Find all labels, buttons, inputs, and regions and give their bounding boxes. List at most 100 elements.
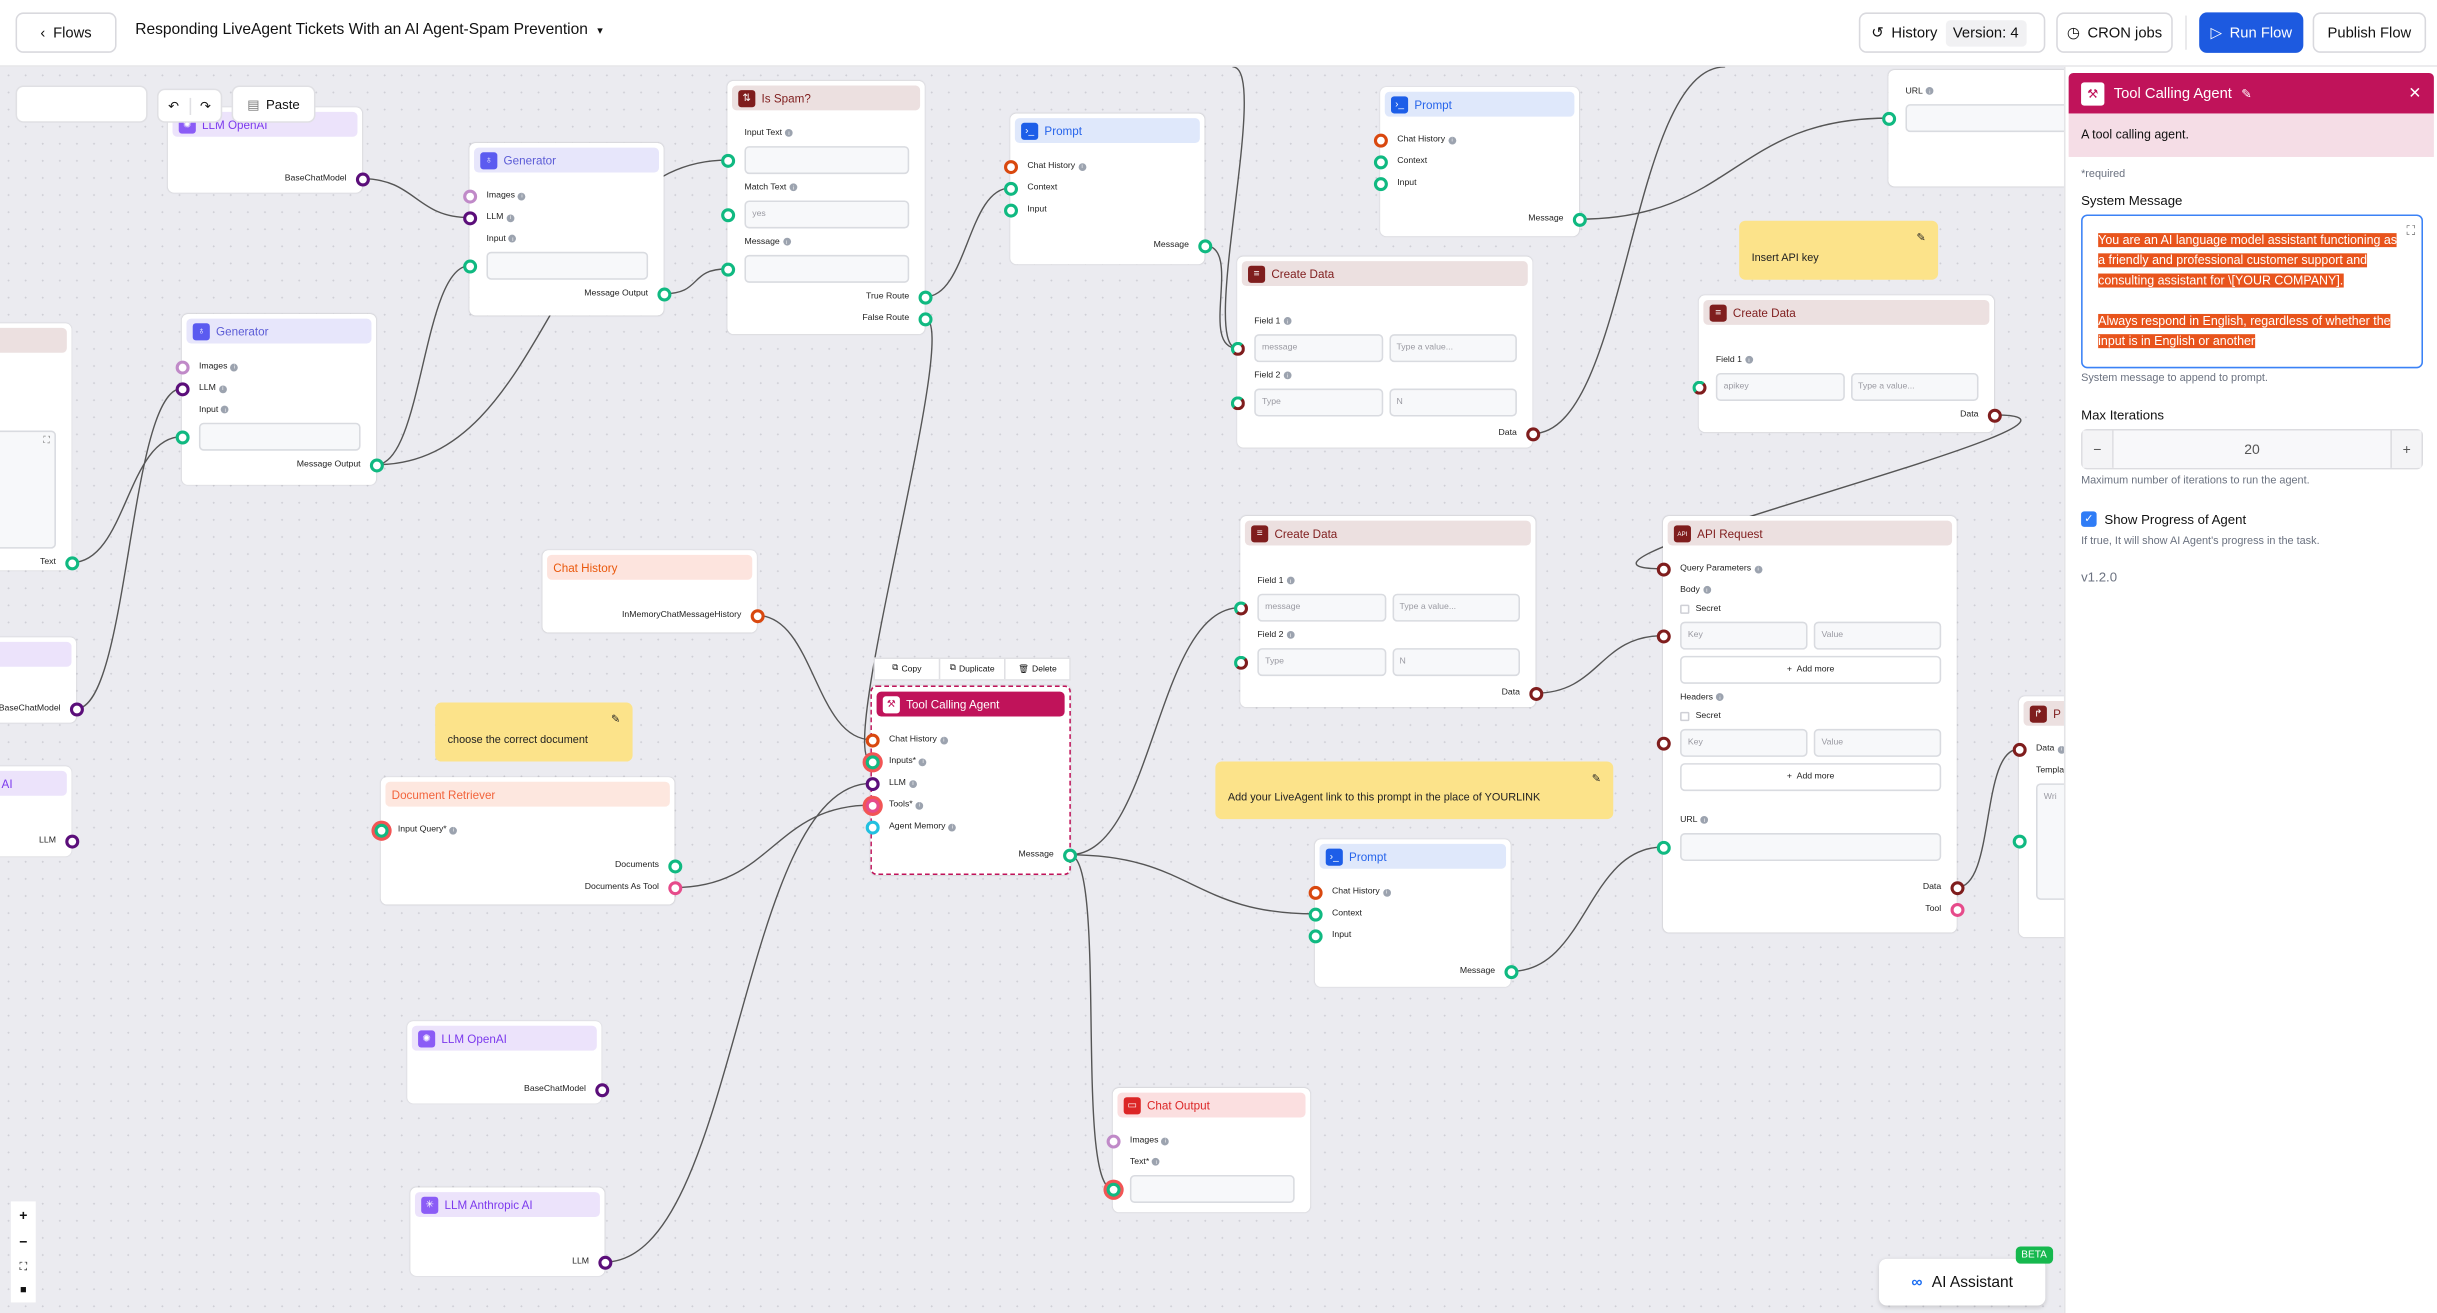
redo-icon[interactable]: ↷ bbox=[200, 97, 212, 113]
port-handle[interactable] bbox=[1656, 561, 1670, 576]
port-handle[interactable] bbox=[1987, 407, 2002, 422]
port-handle[interactable] bbox=[1373, 176, 1388, 191]
text-input[interactable] bbox=[1680, 833, 1942, 862]
port-handle[interactable] bbox=[1062, 847, 1077, 862]
note-insert-api-key[interactable]: Insert API key ✎ bbox=[1739, 220, 1939, 280]
cron-jobs-button[interactable]: ◷ CRON jobs bbox=[2056, 12, 2173, 53]
port-handle[interactable] bbox=[64, 555, 79, 570]
port-handle[interactable] bbox=[1003, 159, 1018, 174]
port-handle[interactable] bbox=[69, 701, 84, 716]
textarea-input[interactable]: Wri⛶ bbox=[2036, 783, 2064, 900]
port-handle[interactable] bbox=[594, 1082, 609, 1097]
port-handle[interactable] bbox=[1691, 380, 1706, 394]
port-handle[interactable] bbox=[373, 822, 388, 837]
port-handle[interactable] bbox=[720, 261, 735, 276]
port-handle[interactable] bbox=[1003, 202, 1018, 217]
edge-connection[interactable] bbox=[71, 436, 182, 564]
edge-connection[interactable] bbox=[1956, 748, 2019, 889]
edge-connection[interactable] bbox=[1532, 66, 1726, 435]
port-handle[interactable] bbox=[1230, 341, 1245, 356]
port-handle[interactable] bbox=[864, 798, 879, 813]
pencil-icon[interactable]: ✎ bbox=[1591, 773, 1601, 785]
port-handle[interactable] bbox=[1003, 181, 1018, 196]
port-handle[interactable] bbox=[667, 858, 682, 873]
text-input[interactable] bbox=[486, 251, 649, 280]
text-input[interactable]: Type a value... bbox=[1850, 373, 1979, 401]
port-handle[interactable] bbox=[462, 188, 477, 203]
run-flow-button[interactable]: ▷ Run Flow bbox=[2199, 12, 2304, 53]
text-input[interactable]: Value bbox=[1813, 621, 1942, 650]
port-handle[interactable] bbox=[1197, 238, 1212, 253]
publish-flow-button[interactable]: Publish Flow bbox=[2312, 12, 2427, 53]
edit-pencil-icon[interactable]: ✎ bbox=[2241, 86, 2252, 101]
port-handle[interactable] bbox=[1503, 964, 1518, 979]
port-handle[interactable] bbox=[462, 258, 477, 273]
text-input[interactable] bbox=[1905, 104, 2064, 133]
text-input[interactable]: Type a value... bbox=[1388, 334, 1517, 363]
textarea-input[interactable]: ere⛶ bbox=[0, 430, 56, 549]
add-more-button[interactable]: +Add more bbox=[1680, 655, 1942, 684]
text-input[interactable] bbox=[744, 146, 910, 175]
edge-connection[interactable] bbox=[863, 317, 933, 763]
text-input[interactable]: message bbox=[1257, 593, 1386, 622]
port-handle[interactable] bbox=[656, 286, 671, 301]
components-button[interactable]: ❖ Components bbox=[15, 85, 148, 123]
lock-icon[interactable]: ■ bbox=[20, 1285, 27, 1297]
decrement-button[interactable]: − bbox=[2082, 430, 2114, 468]
edge-connection[interactable] bbox=[362, 178, 470, 219]
fit-view-icon[interactable]: ⛶ bbox=[19, 1261, 28, 1273]
increment-button[interactable]: + bbox=[2390, 430, 2422, 468]
edge-connection[interactable] bbox=[76, 387, 182, 710]
port-handle[interactable] bbox=[355, 171, 370, 186]
text-input[interactable]: apikey bbox=[1715, 373, 1845, 401]
note-choose-document[interactable]: choose the correct document ✎ bbox=[435, 702, 633, 762]
edge-connection[interactable] bbox=[1635, 414, 2022, 570]
pencil-icon[interactable]: ✎ bbox=[610, 714, 621, 726]
close-icon[interactable]: ✕ bbox=[2408, 84, 2422, 102]
port-handle[interactable] bbox=[1307, 928, 1322, 943]
edge-connection[interactable] bbox=[1224, 66, 1245, 349]
port-handle[interactable] bbox=[1307, 885, 1322, 900]
delete-button[interactable]: 🗑Delete bbox=[1006, 659, 1070, 679]
port-handle[interactable] bbox=[667, 880, 682, 895]
port-handle[interactable] bbox=[1656, 628, 1670, 643]
note-liveagent-link[interactable]: Add your LiveAgent link to this prompt i… bbox=[1215, 761, 1614, 820]
port-handle[interactable] bbox=[1525, 426, 1540, 441]
port-handle[interactable] bbox=[2011, 742, 2026, 757]
pencil-icon[interactable]: ✎ bbox=[1916, 233, 1926, 245]
edge-connection[interactable] bbox=[1510, 846, 1663, 973]
text-input[interactable]: yes bbox=[744, 200, 910, 229]
port-handle[interactable] bbox=[462, 210, 477, 225]
secret-checkbox[interactable] bbox=[1680, 604, 1690, 614]
port-handle[interactable] bbox=[917, 311, 932, 326]
port-handle[interactable] bbox=[1949, 880, 1964, 895]
port-handle[interactable] bbox=[1307, 906, 1322, 921]
port-handle[interactable] bbox=[369, 457, 384, 472]
edge-connection[interactable] bbox=[1204, 244, 1238, 349]
node-partial[interactable]: BaseChatModel bbox=[0, 637, 84, 723]
edge-connection[interactable] bbox=[756, 614, 872, 741]
edge-connection[interactable] bbox=[674, 804, 872, 889]
edge-connection[interactable] bbox=[1535, 634, 1663, 694]
port-handle[interactable] bbox=[1528, 686, 1543, 701]
port-handle[interactable] bbox=[1105, 1133, 1120, 1148]
port-handle[interactable] bbox=[720, 207, 735, 222]
text-input[interactable]: N bbox=[1391, 648, 1521, 677]
port-handle[interactable] bbox=[1105, 1181, 1120, 1196]
edge-connection[interactable] bbox=[1069, 606, 1241, 856]
port-handle[interactable] bbox=[1233, 600, 1248, 615]
expand-icon[interactable]: ⛶ bbox=[2406, 223, 2416, 238]
text-input[interactable]: Value bbox=[1813, 728, 1942, 757]
port-handle[interactable] bbox=[1656, 840, 1670, 855]
